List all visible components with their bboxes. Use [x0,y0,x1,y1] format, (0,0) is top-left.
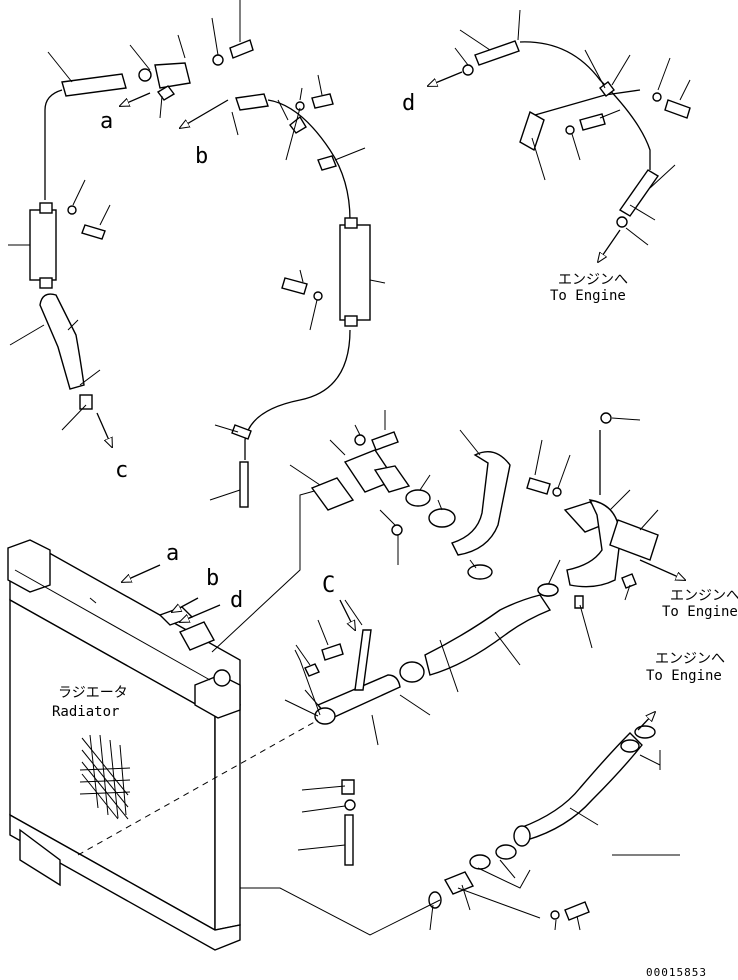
callout-b-top: b [195,144,208,169]
callout-b-radiator: b [206,566,219,591]
vent-tube-assembly-right [428,9,691,262]
radiator-jp-label: ラジエータ [58,685,128,701]
callout-c-left: c [115,458,128,483]
callout-d-radiator: d [230,588,243,613]
callout-labels: a b d c a b d C [100,91,415,613]
to-engine-labels: エンジンへ To Engine エンジンへ To Engine エンジンへ To… [550,272,738,684]
callout-C-pipe: C [322,573,335,598]
to-engine-jp-3: エンジンへ [655,651,725,667]
to-engine-en-1: To Engine [550,288,626,304]
vent-tube-assembly-center [180,74,386,508]
upper-water-piping [211,410,685,653]
to-engine-jp-1: エンジンへ [558,272,628,288]
callout-a-top: a [100,109,113,134]
radiator-en-label: Radiator [52,704,119,720]
drawing-number: 00015853 [646,966,707,979]
to-engine-en-3: To Engine [646,668,722,684]
radiator-core: ラジエータ Radiator [7,539,241,951]
to-engine-jp-2: エンジンへ [670,588,738,604]
radiator-fin-pattern [79,734,131,820]
to-engine-en-2: To Engine [662,604,738,620]
vent-tube-assembly-left [8,0,254,447]
callout-a-radiator: a [166,541,179,566]
lower-water-piping [77,583,559,866]
callout-d-top: d [402,91,415,116]
bottom-return-hose [240,712,680,936]
